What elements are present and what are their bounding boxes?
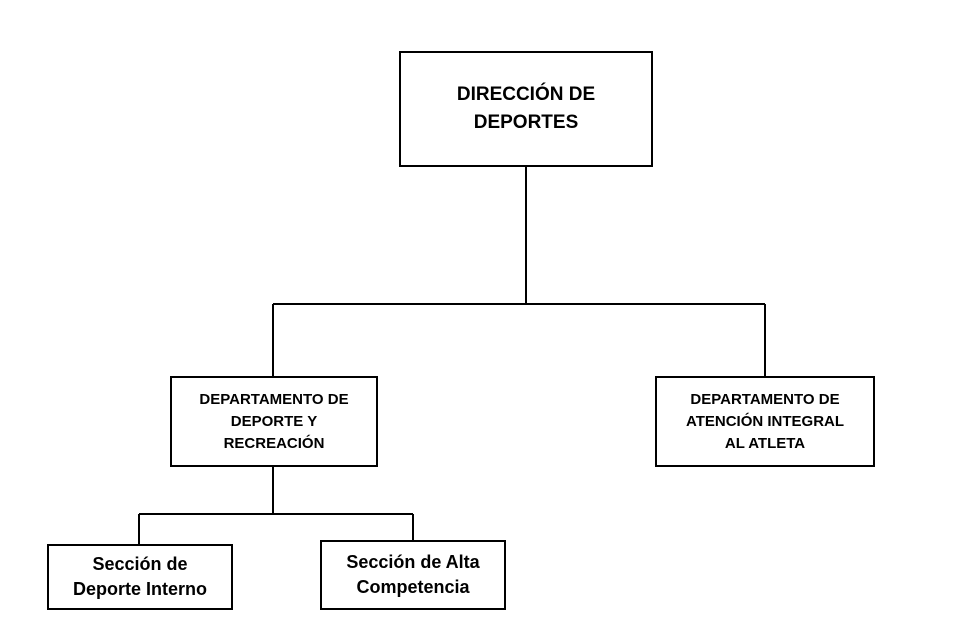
node-seccion-deporte-interno: Sección de Deporte Interno bbox=[47, 544, 233, 610]
node-label: Sección de Deporte Interno bbox=[72, 554, 207, 599]
node-label: Sección de Alta Competencia bbox=[346, 552, 480, 597]
node-label: DEPARTAMENTO DE ATENCIÓN INTEGRAL AL ATL… bbox=[685, 390, 845, 452]
node-departamento-deporte-recreacion: DEPARTAMENTO DE DEPORTE Y RECREACIÓN bbox=[170, 376, 378, 467]
node-seccion-alta-competencia: Sección de Alta Competencia bbox=[320, 540, 506, 610]
node-label: DEPARTAMENTO DE DEPORTE Y RECREACIÓN bbox=[199, 390, 349, 452]
node-direccion-deportes: DIRECCIÓN DE DEPORTES bbox=[399, 51, 653, 167]
node-departamento-atencion-atleta: DEPARTAMENTO DE ATENCIÓN INTEGRAL AL ATL… bbox=[655, 376, 875, 467]
node-label: DIRECCIÓN DE DEPORTES bbox=[456, 84, 596, 133]
